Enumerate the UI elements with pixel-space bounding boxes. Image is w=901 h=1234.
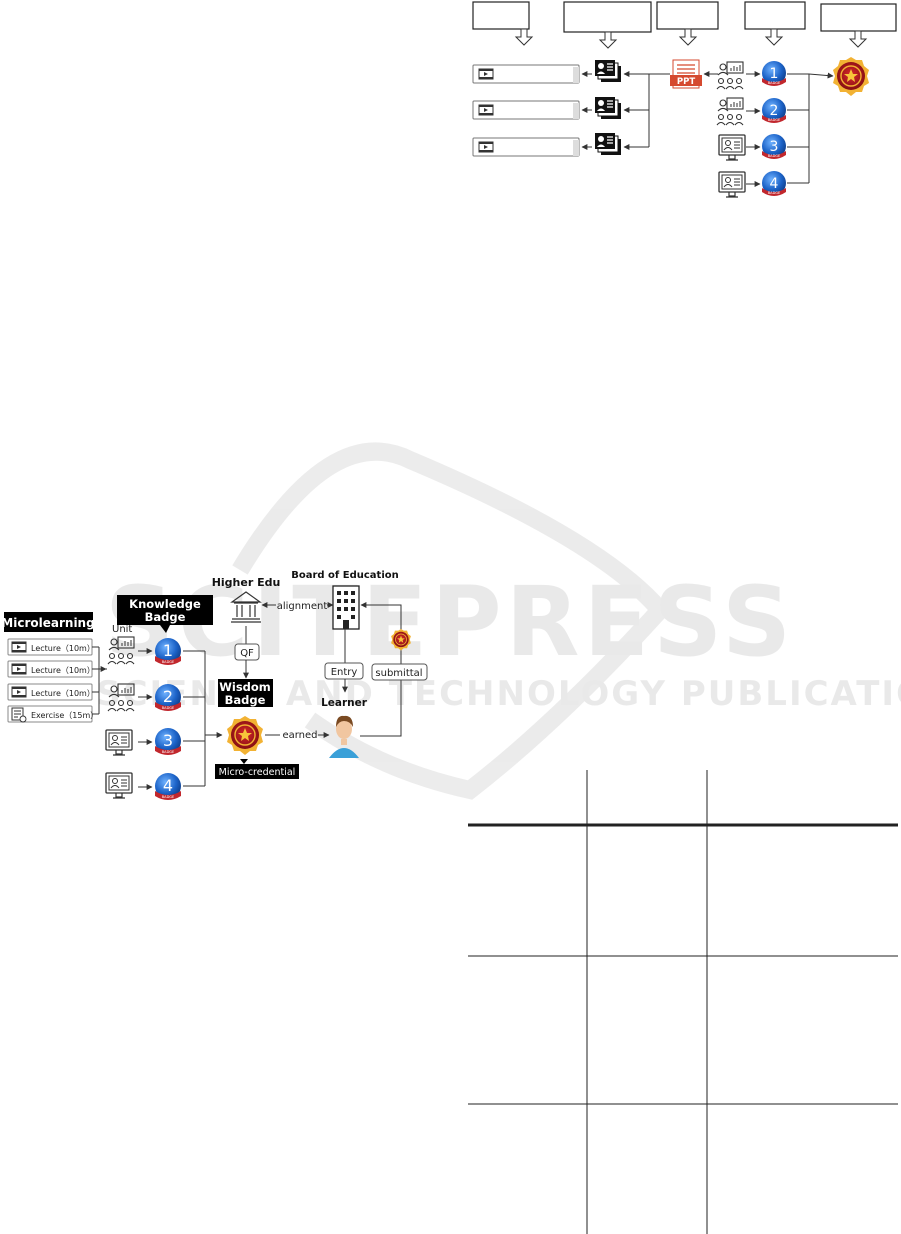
svg-text:BADGE: BADGE — [162, 706, 174, 710]
wisdom-badge-icon — [226, 715, 264, 756]
teacher-icon — [716, 97, 744, 126]
top-badge-1: 1 BADGE — [762, 61, 786, 86]
top-header-box-2 — [563, 1, 652, 33]
svg-text:2: 2 — [163, 687, 173, 706]
watermark-line2: SCIENCE AND TECHNOLOGY PUBLICATIONS — [96, 674, 901, 714]
exercise-icon — [11, 707, 27, 723]
knowledge-badge-4: 4 BADGE — [155, 773, 181, 800]
microlearning-title: Microlearning — [1, 616, 94, 630]
watermark: SCITEPRESS SCIENCE AND TECHNOLOGY PUBLIC… — [96, 442, 901, 800]
higher-edu-label: Higher Edu — [212, 576, 281, 589]
wisdom-badge-title-box — [218, 679, 273, 707]
alignment-label: alignment — [277, 601, 328, 612]
submittal-box — [371, 663, 428, 681]
svg-text:2: 2 — [770, 103, 779, 119]
ppt-label: PPT — [677, 77, 695, 87]
knowledge-badge-2: 2 BADGE — [155, 684, 181, 711]
unit-label: Unit — [112, 624, 132, 635]
svg-text:BADGE: BADGE — [162, 750, 174, 754]
top-header-box-5 — [820, 3, 897, 32]
top-micro-row-1 — [472, 64, 580, 84]
figure-main: Microlearning Lecture（10m） Lecture（10m） … — [1, 570, 428, 800]
svg-text:4: 4 — [770, 176, 779, 192]
qf-box — [234, 643, 260, 661]
knowledge-badge-title-line1: Knowledge — [129, 597, 201, 611]
svg-text:1: 1 — [770, 66, 779, 82]
micro-item-4: Exercise（15m） — [7, 705, 98, 723]
slides-icon — [594, 59, 622, 83]
micro-credential-box — [215, 764, 299, 779]
top-badge-3: 3 BADGE — [762, 134, 786, 159]
top-down-arrows — [514, 28, 868, 49]
top-micro-row-2 — [472, 100, 580, 120]
watermark-line1: SCITEPRESS — [105, 566, 795, 678]
svg-text:1: 1 — [163, 641, 173, 660]
knowledge-badge-title-line2: Badge — [145, 610, 186, 624]
top-header-box-1 — [472, 1, 530, 30]
earned-label: earned — [282, 730, 317, 741]
svg-text:3: 3 — [163, 731, 173, 750]
svg-text:Lecture（10m）: Lecture（10m） — [31, 689, 95, 698]
top-badge-2: 2 BADGE — [762, 98, 786, 123]
learner-icon — [329, 715, 359, 758]
teacher-icon — [716, 61, 744, 90]
knowledge-badge-3: 3 BADGE — [155, 728, 181, 755]
svg-text:Lecture（10m）: Lecture（10m） — [31, 666, 95, 675]
microlearning-title-box — [4, 612, 93, 632]
wisdom-badge-title-line1: Wisdom — [219, 680, 271, 694]
top-micro-row-3 — [472, 137, 580, 157]
university-icon — [230, 591, 262, 623]
micro-credential-label: Micro-credential — [219, 767, 296, 778]
qf-label: QF — [240, 648, 254, 659]
entry-box — [324, 662, 364, 680]
figure-top: PPT 1 BADGE 2 BADGE 3 BADGE — [472, 1, 897, 198]
micro-item-1: Lecture（10m） — [7, 638, 95, 656]
knowledge-badge-1: 1 BADGE — [155, 638, 181, 665]
monitor-icon — [718, 134, 746, 161]
svg-text:BADGE: BADGE — [768, 154, 780, 158]
svg-text:Lecture（10m）: Lecture（10m） — [31, 644, 95, 653]
monitor-icon — [718, 171, 746, 198]
svg-text:3: 3 — [770, 139, 779, 155]
svg-text:BADGE: BADGE — [768, 81, 780, 85]
svg-text:BADGE: BADGE — [162, 795, 174, 799]
svg-text:BADGE: BADGE — [162, 660, 174, 664]
svg-text:BADGE: BADGE — [768, 191, 780, 195]
top-wisdom-badge-icon — [832, 56, 870, 97]
top-header-box-4 — [744, 1, 806, 30]
entry-label: Entry — [331, 667, 358, 678]
svg-text:BADGE: BADGE — [768, 118, 780, 122]
wisdom-badge-title-line2: Badge — [225, 693, 266, 707]
svg-text:4: 4 — [163, 776, 173, 795]
top-header-box-3 — [656, 1, 719, 30]
ppt-icon: PPT — [670, 59, 702, 89]
svg-text:Exercise（15m）: Exercise（15m） — [31, 711, 98, 720]
monitor-icon — [105, 729, 133, 756]
table — [468, 770, 898, 1234]
slides-icon — [594, 96, 622, 120]
monitor-icon — [105, 772, 133, 799]
knowledge-badge-title-box — [117, 595, 213, 625]
micro-item-3: Lecture（10m） — [7, 683, 95, 701]
board-of-education-label: Board of Education — [291, 570, 399, 581]
building-icon — [332, 585, 360, 630]
slides-icon — [594, 132, 622, 156]
top-badge-4: 4 BADGE — [762, 171, 786, 196]
learner-label: Learner — [321, 697, 368, 709]
micro-item-2: Lecture（10m） — [7, 660, 95, 678]
submittal-label: submittal — [375, 668, 422, 679]
